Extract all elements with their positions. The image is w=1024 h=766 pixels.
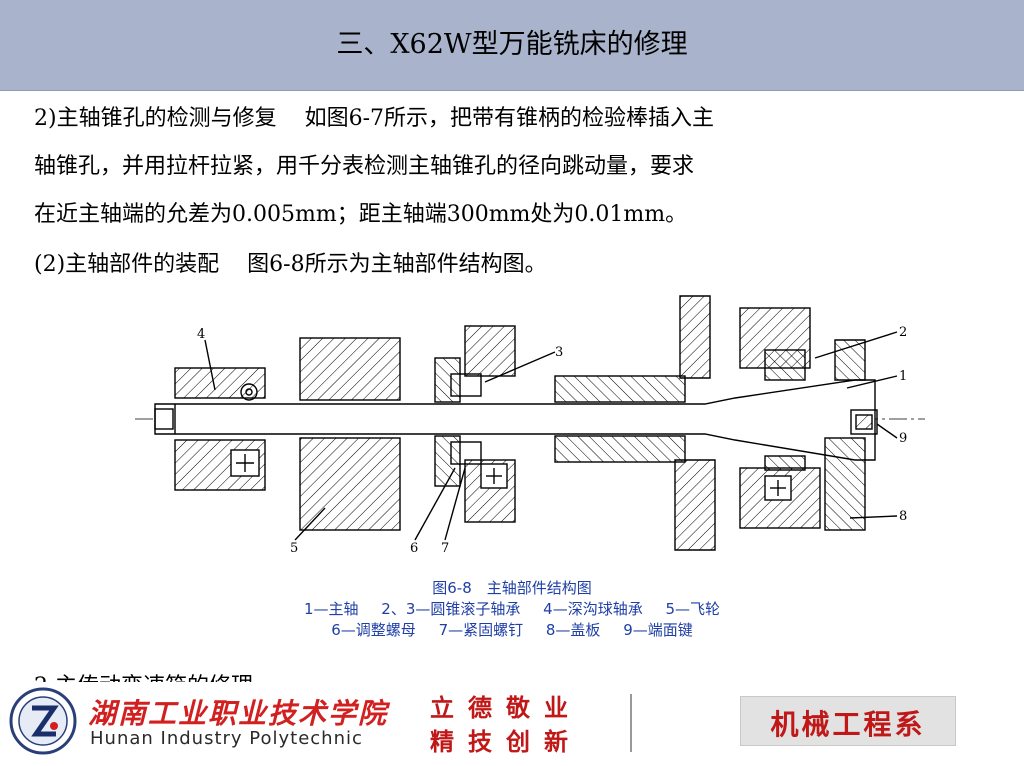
spindle-assembly-drawing: 2 1 3 4 5 6 7 8 9 [135, 295, 925, 556]
paragraph-text: 图6-8所示为主轴部件结构图。 [247, 252, 547, 277]
heading-spindle-assembly: (2)主轴部件的装配 [34, 252, 220, 277]
label-7: 7 [441, 541, 449, 556]
figure-legend-line-1: 1—主轴 2、3—圆锥滚子轴承 4—深沟球轴承 5—飞轮 [0, 598, 1024, 619]
label-4: 4 [197, 327, 205, 342]
figure-caption: 图6-8 主轴部件结构图 [432, 579, 592, 597]
label-1: 1 [899, 369, 907, 384]
school-logo-icon [9, 687, 77, 755]
footer-divider [630, 694, 632, 752]
paragraph-line-3: 在近主轴端的允差为0.005mm；距主轴端300mm处为0.01mm。 [34, 202, 688, 227]
label-3: 3 [555, 345, 563, 360]
slide-title: 三、X62W型万能铣床的修理 [336, 29, 688, 60]
motto-line-1: 立德敬业 [430, 693, 582, 722]
legend-item: 8—盖板 [545, 621, 601, 639]
figure-legend-line-2: 6—调整螺母 7—紧固螺钉 8—盖板 9—端面键 [0, 619, 1024, 640]
label-9: 9 [899, 431, 907, 446]
legend-item: 4—深沟球轴承 [543, 600, 643, 618]
legend-item: 7—紧固螺钉 [438, 621, 524, 639]
paragraph-line-1: 2)主轴锥孔的检测与修复 如图6-7所示，把带有锥柄的检验棒插入主 [34, 108, 994, 130]
label-8: 8 [899, 509, 907, 524]
motto-line-2: 精技创新 [430, 727, 582, 756]
legend-item: 1—主轴 [303, 600, 359, 618]
heading-spindle-taper: 2)主轴锥孔的检测与修复 [34, 106, 277, 131]
department-name: 机械工程系 [770, 708, 926, 741]
school-name-cn: 湖南工业职业技术学院 [88, 697, 389, 730]
paragraph-text: 如图6-7所示，把带有锥柄的检验棒插入主 [304, 106, 715, 131]
label-2: 2 [899, 325, 907, 340]
title-bar: 三、X62W型万能铣床的修理 [0, 0, 1024, 91]
school-name-en: Hunan Industry Polytechnic [90, 728, 363, 749]
label-6: 6 [410, 541, 418, 556]
footer-banner: 湖南工业职业技术学院 Hunan Industry Polytechnic 立德… [0, 682, 1024, 766]
paragraph-line-4: (2)主轴部件的装配 图6-8所示为主轴部件结构图。 [34, 254, 994, 276]
legend-item: 2、3—圆锥滚子轴承 [381, 600, 521, 618]
department-badge: 机械工程系 [740, 696, 956, 746]
label-5: 5 [290, 541, 298, 556]
legend-item: 9—端面键 [623, 621, 693, 639]
legend-item: 6—调整螺母 [331, 621, 416, 639]
paragraph-line-2: 轴锥孔，并用拉杆拉紧，用千分表检测主轴锥孔的径向跳动量，要求 [34, 154, 695, 179]
legend-item: 5—飞轮 [665, 600, 721, 618]
